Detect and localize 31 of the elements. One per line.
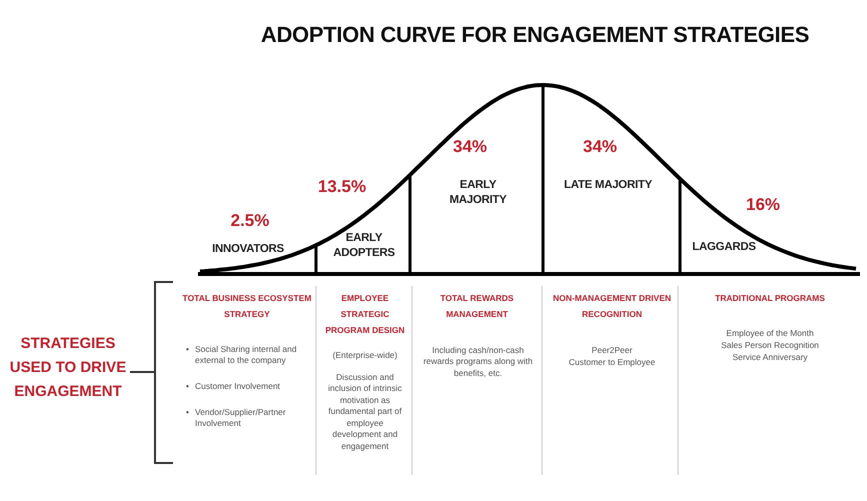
percentage-label: 13.5%	[316, 178, 368, 197]
strategy-text: Customer to Employee	[568, 357, 656, 368]
strategy-heading: EMPLOYEE STRATEGIC PROGRAM DESIGN	[324, 292, 406, 338]
segment-label: INNOVATORS	[211, 242, 285, 257]
strategy-heading: TRADITIONAL PROGRAMS	[714, 292, 826, 305]
side-heading: STRATEGIES USED TO DRIVE ENGAGEMENT	[8, 334, 128, 402]
strategy-text: Vendor/Supplier/Partner Involvement	[195, 407, 287, 430]
segment-label: LAGGARDS	[691, 240, 757, 255]
bullet-mark: •	[186, 407, 190, 418]
segment-label: EARLY MAJORITY	[448, 178, 508, 208]
strategy-text: Employee of the Month	[725, 328, 815, 340]
strategy-text: Peer2Peer	[590, 345, 634, 356]
strategy-text: Including cash/non-cash rewards programs along with benefits, etc.	[422, 345, 534, 380]
strategy-text: Customer Involvement	[195, 381, 282, 392]
strategy-text: Sales Person Recognition	[720, 340, 820, 352]
percentage-label: 34%	[582, 138, 618, 157]
strategy-text: Social Sharing internal and external to the company	[195, 344, 298, 367]
strategy-heading: TOTAL REWARDS MANAGEMENT	[439, 292, 515, 322]
strategy-heading: TOTAL BUSINESS ECOSYSTEM STRATEGY	[182, 292, 312, 322]
percentage-label: 34%	[452, 138, 488, 157]
strategy-text: Service Anniversary	[731, 352, 809, 364]
bullet-mark: •	[186, 381, 190, 392]
strategy-text: (Enterprise-wide)	[332, 350, 398, 362]
segment-label: LATE MAJORITY	[563, 178, 653, 193]
strategy-text: Discussion and inclusion of intrinsic motivation as fundamental part of employee development and engagement	[327, 372, 403, 452]
percentage-label: 2.5%	[230, 212, 270, 231]
diagram-title: ADOPTION CURVE FOR ENGAGEMENT STRATEGIES	[260, 22, 810, 48]
segment-label: EARLY ADOPTERS	[332, 231, 396, 261]
strategy-heading: NON-MANAGEMENT DRIVEN RECOGNITION	[552, 292, 672, 322]
percentage-label: 16%	[744, 196, 782, 215]
bullet-mark: •	[186, 344, 190, 356]
